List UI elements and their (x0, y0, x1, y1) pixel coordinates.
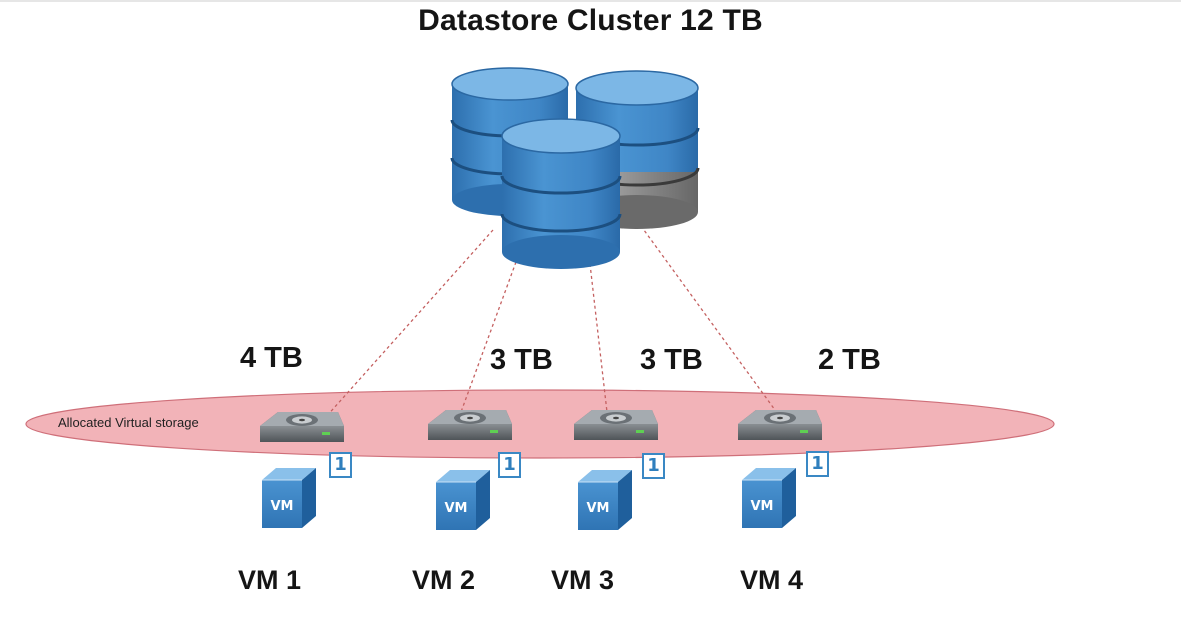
virtual-machine-cube-icon (741, 467, 797, 529)
connector-vm3 (589, 263, 608, 413)
hard-disk-icon (738, 410, 822, 440)
diagram-title: Datastore Cluster 12 TB (418, 4, 763, 37)
capacity-label: 3 TB (640, 344, 703, 376)
hard-disk-icon (428, 410, 512, 440)
virtual-machine-cube-icon (577, 469, 633, 531)
vm-name-label: VM 1 (238, 565, 302, 595)
connector-vm4 (640, 225, 776, 411)
virtual-machine-cube-icon (261, 467, 317, 529)
capacity-label: 3 TB (490, 344, 553, 376)
database-cylinder-icon (500, 118, 622, 269)
virtual-machine-cube-icon (435, 469, 491, 531)
hard-disk-icon (574, 410, 658, 440)
connector-vm2 (460, 261, 517, 413)
datastore-connectors (324, 225, 776, 419)
vm-name-label: VM 2 (412, 565, 476, 595)
top-divider (0, 0, 1181, 2)
capacity-label: 2 TB (818, 344, 881, 376)
hard-disk-icon (260, 412, 344, 442)
vm-name-label: VM 3 (551, 565, 615, 595)
capacity-label: 4 TB (240, 342, 303, 374)
connector-vm1 (324, 229, 494, 419)
vm-count-badge: 1 (806, 451, 829, 477)
vm-count-badge: 1 (329, 452, 352, 478)
vm-count-badge: 1 (498, 452, 521, 478)
vm-name-label: VM 4 (740, 565, 804, 595)
vm-count-badge: 1 (642, 453, 665, 479)
allocated-storage-label: Allocated Virtual storage (58, 415, 199, 430)
datastore-cluster-icon (450, 67, 700, 269)
